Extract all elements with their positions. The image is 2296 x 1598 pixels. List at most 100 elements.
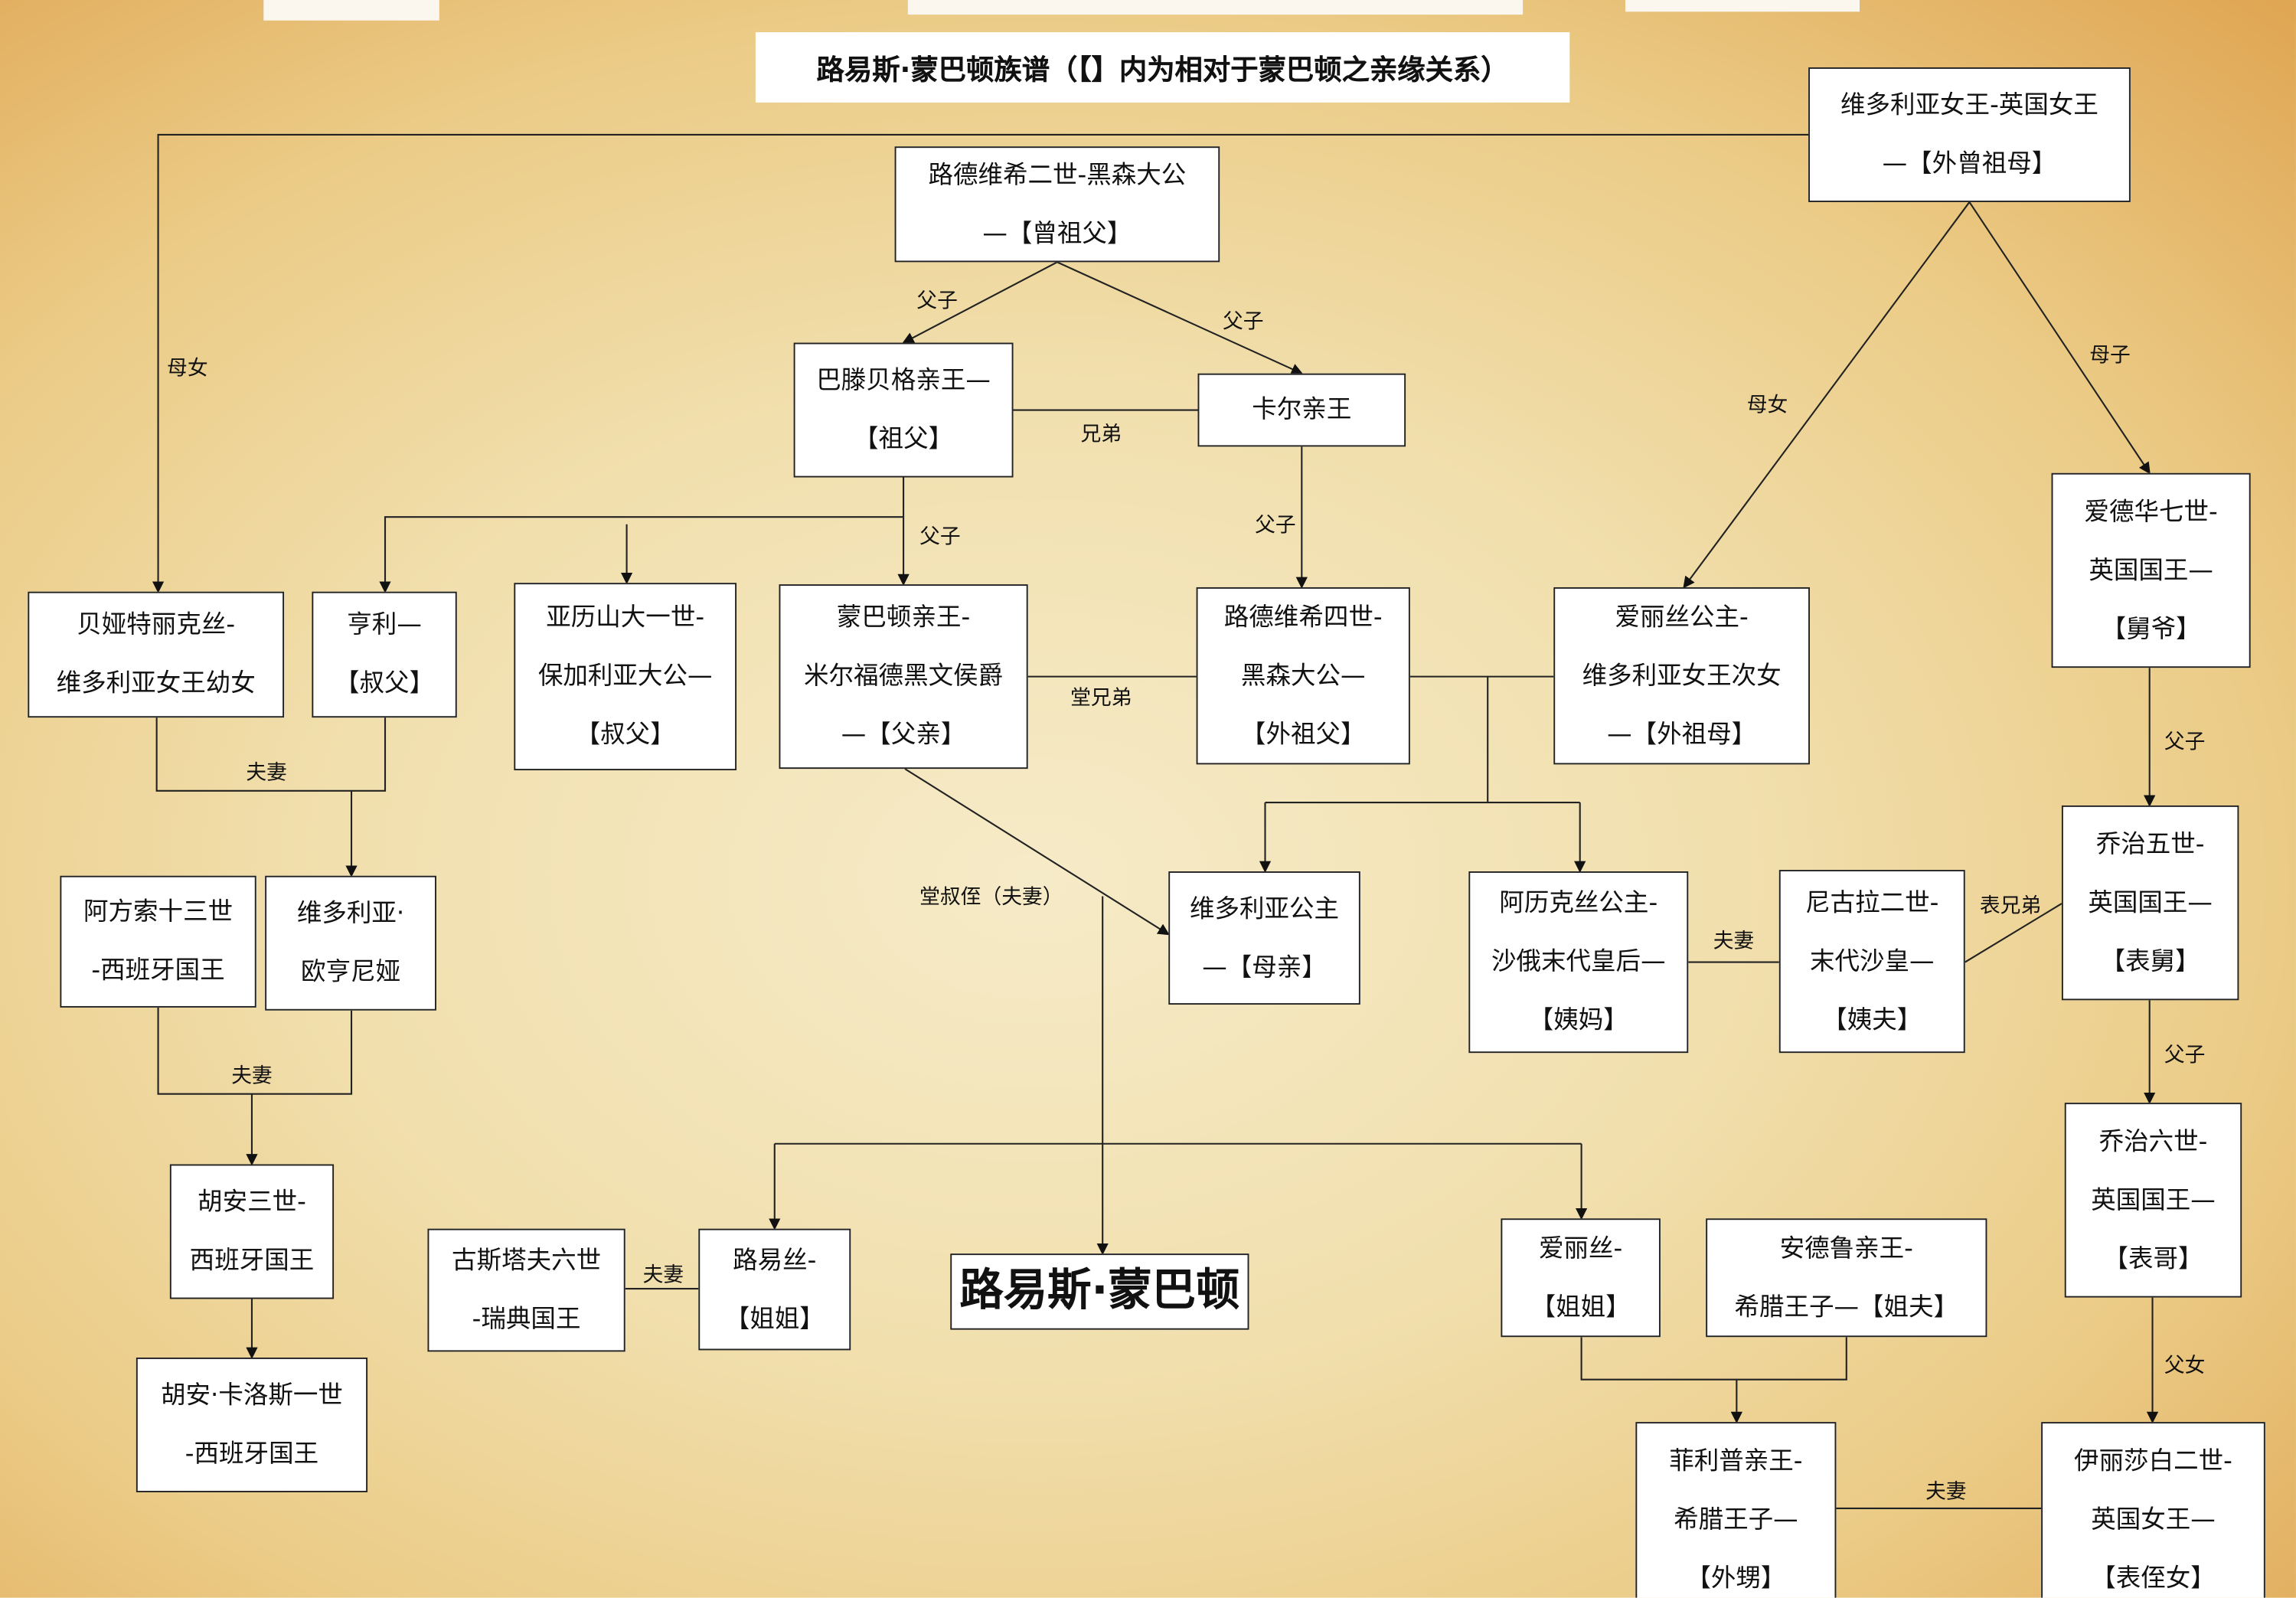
node-ludwig-iv: 路德维希四世-黑森大公—【外祖父】 bbox=[1196, 587, 1410, 765]
node-line: 希腊王子—【姐夫】 bbox=[1734, 1292, 1959, 1322]
node-line: —【曾祖父】 bbox=[982, 218, 1132, 249]
relation-label: 夫妻 bbox=[231, 1064, 273, 1089]
relation-label: 父子 bbox=[1223, 310, 1264, 335]
node-prince-andrew: 安德鲁亲王- 希腊王子—【姐夫】 bbox=[1706, 1218, 1987, 1338]
relation-label: 父子 bbox=[916, 289, 958, 314]
node-line: 西班牙国王 bbox=[189, 1246, 315, 1276]
page-title: 路易斯·蒙巴顿族谱（【】内为相对于蒙巴顿之亲缘关系） bbox=[755, 32, 1570, 103]
node-line: 希腊王子— bbox=[1674, 1505, 1798, 1535]
node-line: 【外祖父】 bbox=[1240, 720, 1366, 750]
node-princess-alice: 爱丽丝公主-维多利亚女王次女—【外祖母】 bbox=[1553, 587, 1810, 765]
node-line: 阿历克丝公主- bbox=[1499, 888, 1658, 919]
node-line: 米尔福德黑文侯爵 bbox=[804, 662, 1004, 691]
relation-label: 夫妻 bbox=[246, 761, 287, 786]
node-line: 亨利— bbox=[347, 610, 422, 640]
node-line: 【叔父】 bbox=[575, 720, 675, 750]
node-line: 英国国王— bbox=[2091, 1185, 2216, 1215]
node-mother-victoria: 维多利亚公主 —【母亲】 bbox=[1168, 871, 1360, 1005]
node-line: 路易丝- bbox=[733, 1245, 817, 1275]
node-line: 【表哥】 bbox=[2103, 1243, 2203, 1274]
node-line: 末代沙皇— bbox=[1809, 946, 1935, 976]
node-henry: 亨利—【叔父】 bbox=[312, 591, 457, 718]
node-line: 爱丽丝- bbox=[1538, 1234, 1623, 1263]
node-queen-victoria: 维多利亚女王-英国女王 —【外曾祖母】 bbox=[1808, 67, 2131, 202]
node-line: 路德维希二世-黑森大公 bbox=[928, 160, 1187, 190]
node-line: 沙俄末代皇后— bbox=[1491, 947, 1666, 977]
node-line: -瑞典国王 bbox=[472, 1305, 581, 1335]
node-line: 维多利亚· bbox=[296, 899, 405, 929]
node-nicholas-ii: 尼古拉二世- 末代沙皇— 【姨夫】 bbox=[1778, 870, 1965, 1054]
node-line: -西班牙国王 bbox=[91, 956, 225, 986]
node-line: 保加利亚大公— bbox=[537, 662, 713, 691]
node-prince-philip: 菲利普亲王-希腊王子—【外甥】 bbox=[1635, 1422, 1837, 1598]
node-line: 菲利普亲王- bbox=[1669, 1446, 1803, 1476]
node-line: —【母亲】 bbox=[1202, 953, 1327, 982]
relation-label: 夫妻 bbox=[642, 1263, 684, 1288]
node-line: 英国国王— bbox=[2088, 887, 2213, 918]
node-line: 贝娅特丽克丝- bbox=[77, 610, 236, 640]
node-line: -西班牙国王 bbox=[185, 1440, 319, 1469]
torn-edge bbox=[1625, 0, 1860, 12]
node-line: 路德维希四世- bbox=[1223, 603, 1383, 632]
node-line: 【表侄女】 bbox=[2091, 1564, 2216, 1593]
node-line: 乔治六世- bbox=[2098, 1126, 2208, 1156]
relation-label: 父子 bbox=[1255, 514, 1296, 538]
node-alfonso-xiii: 阿方索十三世 -西班牙国王 bbox=[60, 875, 256, 1008]
node-edward-vii: 爱德华七世- 英国国王— 【舅爷】 bbox=[2051, 472, 2251, 668]
node-line: 英国国王— bbox=[2089, 555, 2213, 586]
node-beatrice: 贝娅特丽克丝- 维多利亚女王幼女 bbox=[28, 591, 285, 718]
node-line: 胡安·卡洛斯一世 bbox=[160, 1381, 343, 1410]
node-george-v: 乔治五世- 英国国王— 【表舅】 bbox=[2061, 805, 2239, 1001]
node-alix: 阿历克丝公主- 沙俄末代皇后— 【姨妈】 bbox=[1468, 871, 1689, 1054]
node-line: 维多利亚公主 bbox=[1189, 894, 1340, 923]
node-ludwig-ii: 路德维希二世-黑森大公 —【曾祖父】 bbox=[894, 146, 1220, 263]
relation-label: 母子 bbox=[2089, 344, 2131, 368]
node-line: 安德鲁亲王- bbox=[1779, 1234, 1913, 1263]
torn-edge bbox=[263, 0, 439, 21]
relation-label: 夫妻 bbox=[1713, 930, 1755, 954]
node-alexander: 亚历山大一世-保加利亚大公—【叔父】 bbox=[514, 583, 737, 771]
node-elizabeth-ii: 伊丽莎白二世-英国女王—【表侄女】 bbox=[2041, 1422, 2265, 1598]
node-line: —【外祖母】 bbox=[1607, 720, 1757, 750]
node-line: —【父亲】 bbox=[841, 720, 966, 750]
node-line: 蒙巴顿亲王- bbox=[836, 603, 971, 633]
node-george-vi: 乔治六世- 英国国王— 【表哥】 bbox=[2064, 1103, 2242, 1298]
node-line: 【表舅】 bbox=[2100, 946, 2200, 976]
node-line: 爱德华七世- bbox=[2084, 497, 2218, 527]
node-line: 维多利亚女王-英国女王 bbox=[1840, 90, 2098, 120]
node-line: 尼古拉二世- bbox=[1805, 887, 1939, 918]
node-milford-haven: 蒙巴顿亲王- 米尔福德黑文侯爵 —【父亲】 bbox=[779, 584, 1028, 770]
node-battenberg: 巴滕贝格亲王—【祖父】 bbox=[793, 342, 1014, 478]
relation-label: 兄弟 bbox=[1080, 423, 1122, 447]
node-line: 维多利亚女王次女 bbox=[1582, 661, 1782, 691]
node-line: 维多利亚女王幼女 bbox=[56, 669, 256, 699]
node-line: 胡安三世- bbox=[198, 1188, 306, 1217]
relation-label: 母女 bbox=[167, 357, 208, 381]
node-line: 【姨夫】 bbox=[1822, 1005, 1922, 1035]
node-line: 【舅爷】 bbox=[2101, 614, 2201, 644]
node-louise: 路易丝- 【姐姐】 bbox=[698, 1228, 851, 1351]
node-line: 乔治五世- bbox=[2095, 829, 2205, 859]
relation-label: 母女 bbox=[1746, 394, 1788, 418]
node-line: 卡尔亲王 bbox=[1252, 395, 1352, 425]
relation-label: 父女 bbox=[2164, 1355, 2206, 1378]
node-karl: 卡尔亲王 bbox=[1197, 373, 1406, 447]
torn-edge bbox=[907, 0, 1524, 15]
node-louis-mountbatten: 路易斯·蒙巴顿 bbox=[950, 1253, 1249, 1330]
node-line: 【姐姐】 bbox=[724, 1304, 825, 1334]
node-line: 路易斯·蒙巴顿 bbox=[959, 1265, 1240, 1317]
relation-label: 父子 bbox=[919, 525, 961, 550]
relation-label: 堂叔侄（夫妻） bbox=[919, 886, 1063, 910]
node-victoria-eugenie: 维多利亚· 欧亨尼娅 bbox=[265, 875, 436, 1011]
relation-label: 表兄弟 bbox=[1979, 894, 2042, 919]
node-line: 欧亨尼娅 bbox=[301, 957, 401, 988]
node-line: —【外曾祖母】 bbox=[1882, 149, 2057, 179]
node-line: 阿方索十三世 bbox=[83, 897, 234, 927]
node-line: 【祖父】 bbox=[854, 424, 954, 454]
relation-label: 夫妻 bbox=[1925, 1480, 1967, 1505]
node-juan-carlos-i: 胡安·卡洛斯一世 -西班牙国王 bbox=[136, 1357, 368, 1492]
relation-label: 父子 bbox=[2164, 730, 2206, 754]
node-alice-sister: 爱丽丝-【姐姐】 bbox=[1501, 1218, 1661, 1338]
node-line: 【姨妈】 bbox=[1528, 1005, 1628, 1036]
